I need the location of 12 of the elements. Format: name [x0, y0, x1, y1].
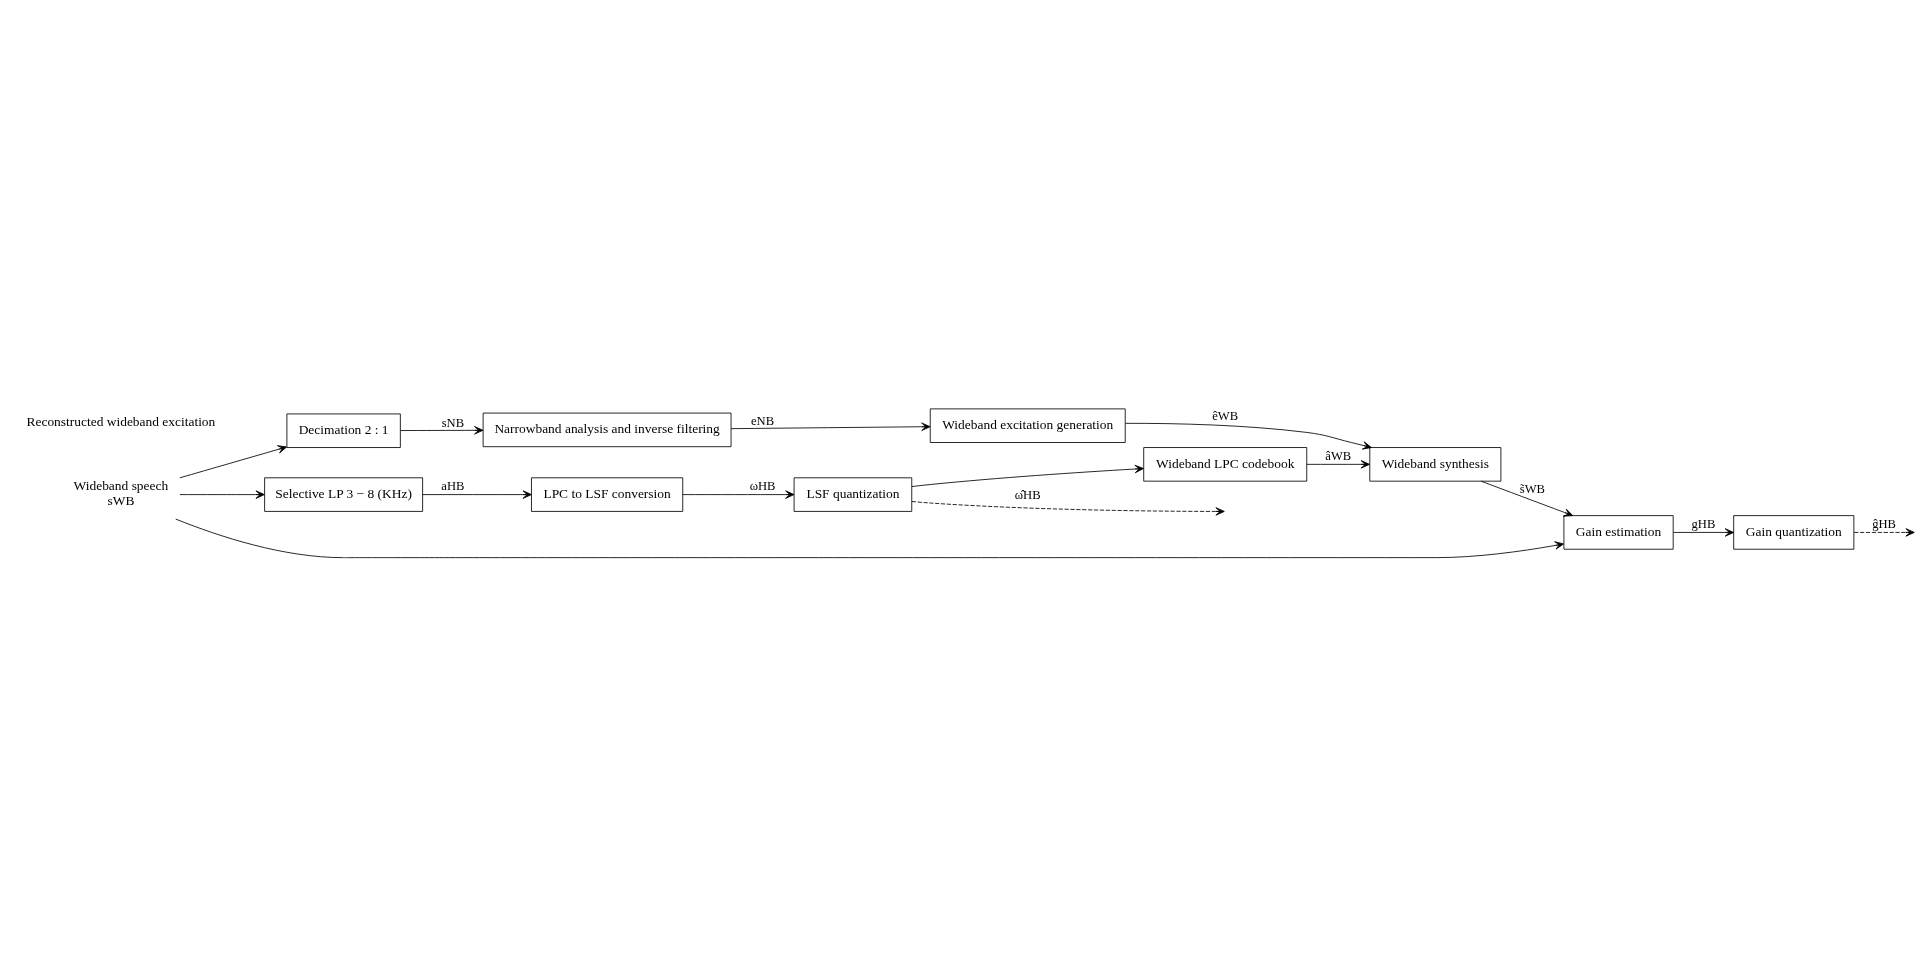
edge-label: gHB: [1691, 516, 1716, 531]
edge-label: êWB: [1212, 408, 1239, 423]
edge-label: ωHB: [749, 478, 776, 493]
edge-label: s̃WB: [1519, 481, 1545, 496]
edge-label: eNB: [751, 413, 775, 428]
edge-label: âWB: [1325, 448, 1352, 463]
edge-label: aHB: [441, 478, 465, 493]
edge-label: ĝHB: [1872, 516, 1897, 531]
edge-label: ω̂HB: [1014, 487, 1041, 502]
label: Reconstructed wideband excitation: [26, 413, 216, 429]
node-text: Wideband speech sWB: [73, 477, 169, 508]
edge-label: sNB: [441, 415, 465, 430]
